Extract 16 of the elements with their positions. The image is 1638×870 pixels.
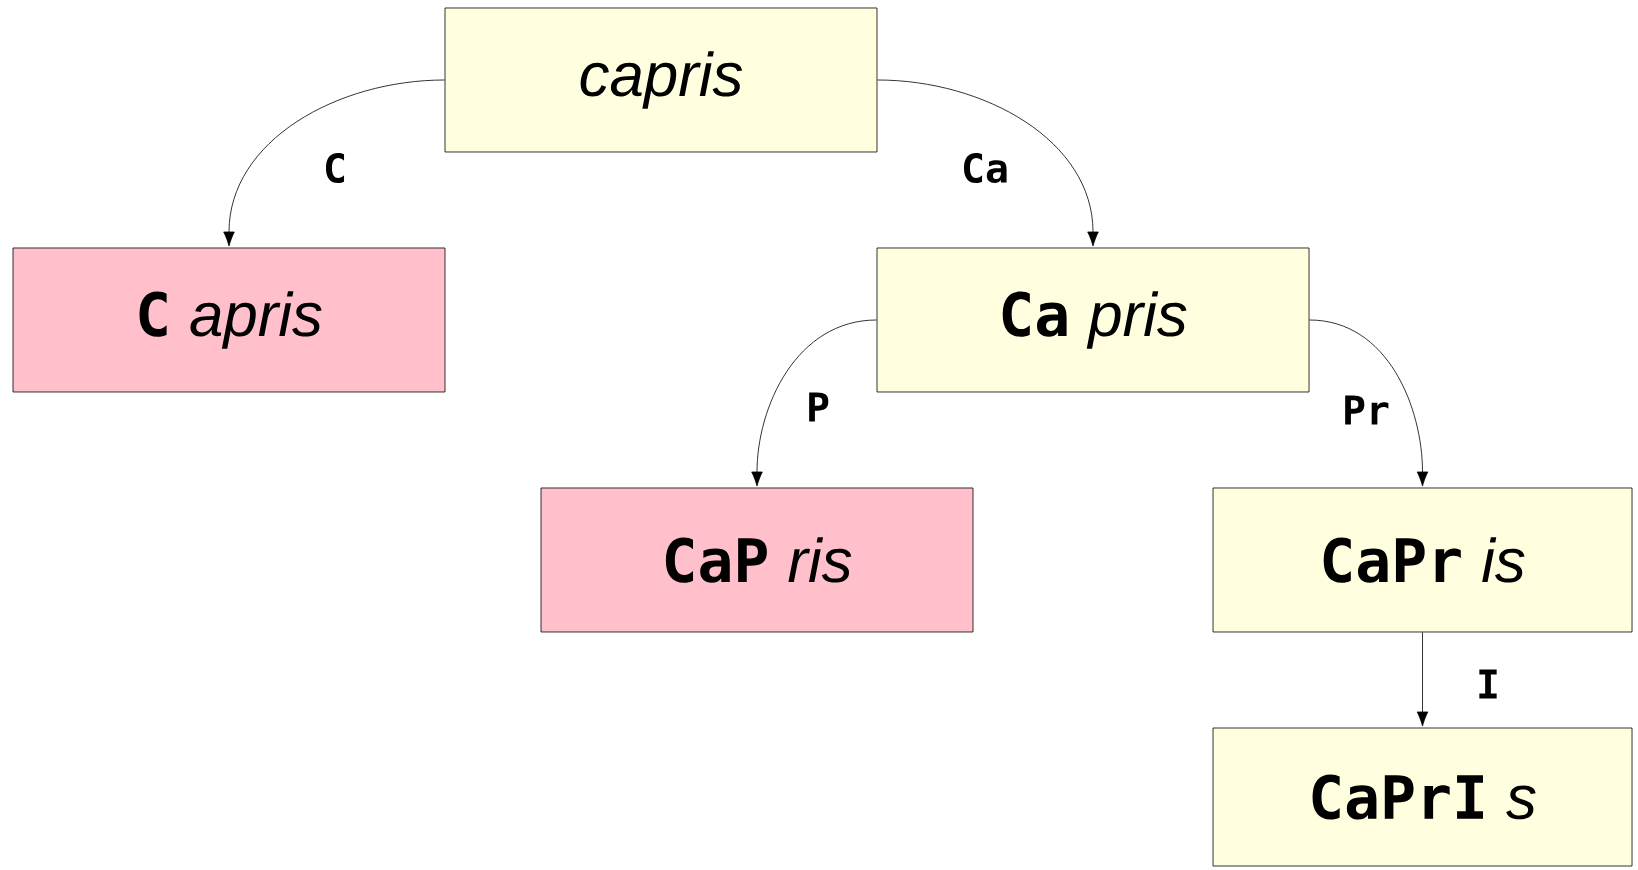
word-box: Ca pris bbox=[876, 247, 1310, 393]
edge-label: P bbox=[804, 390, 832, 424]
arrow bbox=[223, 79, 445, 247]
edge-label: Pr bbox=[1340, 393, 1392, 427]
arrow bbox=[877, 79, 1099, 247]
arrow bbox=[1309, 319, 1429, 487]
word-box: CaPrI s bbox=[1212, 727, 1633, 867]
edge-label: Ca bbox=[959, 150, 1011, 186]
word-box: C apris bbox=[12, 247, 446, 393]
word-box: CaPr is bbox=[1212, 487, 1633, 633]
word-box: capris bbox=[444, 7, 878, 153]
word-box: CaP ris bbox=[540, 487, 974, 633]
edge-label: C bbox=[321, 150, 349, 186]
arrow bbox=[1416, 632, 1429, 727]
edge-label: I bbox=[1474, 667, 1502, 701]
arrow bbox=[751, 319, 877, 487]
